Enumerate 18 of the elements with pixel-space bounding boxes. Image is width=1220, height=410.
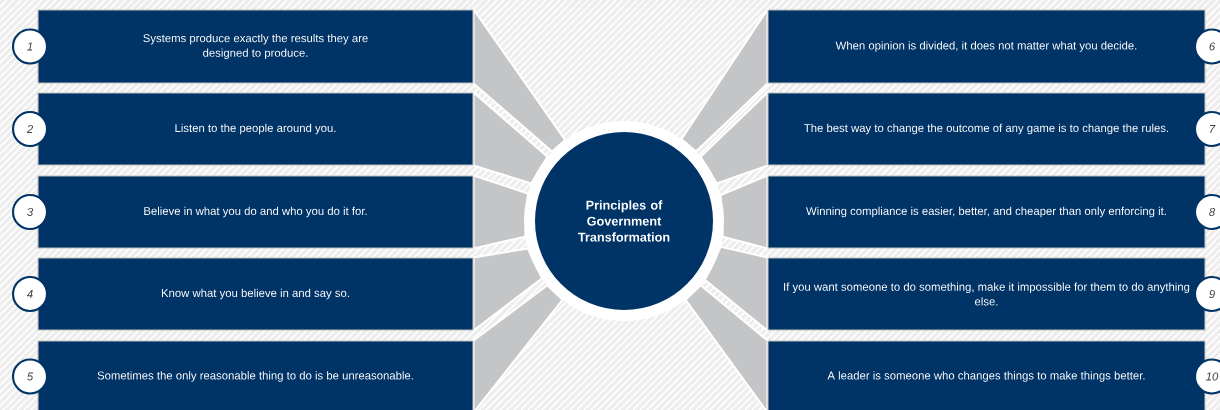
ray-wedge [703, 245, 769, 333]
principle-box: Know what you believe in and say so. [37, 257, 474, 331]
principle-box: When opinion is divided, it does not matter what you decide. [767, 9, 1206, 84]
principle-box: Winning compliance is easier, better, and cheaper than only enforcing it. [767, 175, 1206, 249]
principle-box: If you want someone to do something, make it impossible for them to do anything else. [767, 257, 1206, 331]
ray-wedge [472, 6, 567, 153]
ray-wedge [680, 6, 769, 153]
ray-wedge [699, 90, 769, 185]
principle-box: The best way to change the outcome of any game is to change the rules. [767, 92, 1206, 166]
principle-box: A leader is someone who changes things to make things better. [767, 340, 1206, 410]
principle-box: Sometimes the only reasonable thing to do is be unreasonable. [37, 340, 474, 410]
ray-wedge [472, 174, 529, 250]
ray-wedge [719, 173, 769, 250]
ray-wedge [472, 90, 549, 185]
ray-wedge [472, 247, 544, 333]
principle-box: Systems produce exactly the results they are designed to produce. [37, 9, 474, 84]
principle-box: Believe in what you do and who you do it for. [37, 175, 474, 249]
principle-box: Listen to the people around you. [37, 92, 474, 166]
